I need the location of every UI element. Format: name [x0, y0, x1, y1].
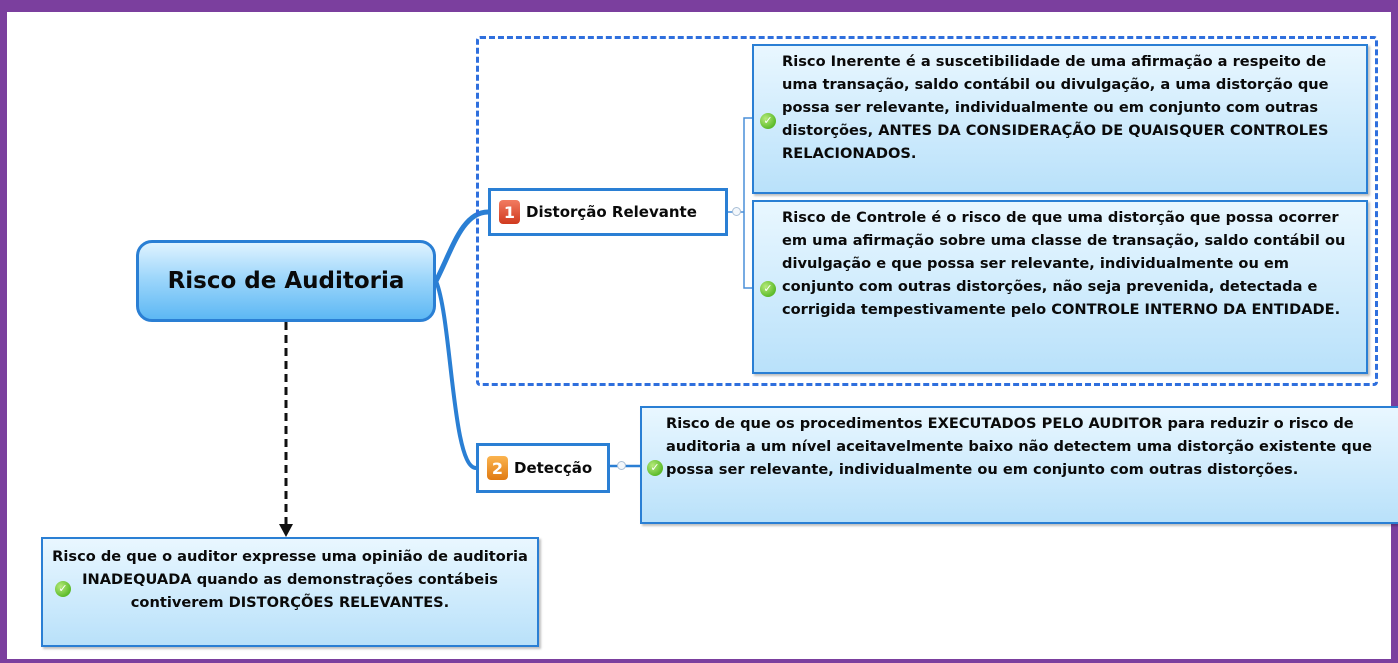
check-circle-icon: ✓	[760, 113, 776, 129]
leaf-text: Risco de que o auditor expresse uma opin…	[52, 548, 528, 611]
check-circle-icon: ✓	[647, 460, 663, 476]
leaf-text: Risco Inerente é a suscetibilidade de um…	[782, 53, 1329, 162]
priority-1-icon: 1	[499, 200, 520, 224]
leaf-risco-controle[interactable]: ✓ Risco de Controle é o risco de que uma…	[752, 200, 1368, 374]
branch-distorcao-relevante[interactable]: 1 Distorção Relevante	[488, 188, 728, 236]
branch-label: Distorção Relevante	[526, 203, 697, 221]
distorcao-relevante-group	[476, 36, 1378, 386]
collapse-dot-icon[interactable]	[617, 461, 626, 470]
check-circle-icon: ✓	[55, 581, 71, 597]
root-node[interactable]: Risco de Auditoria	[136, 240, 436, 322]
link-root-branch1	[433, 209, 489, 283]
link-root-branch2	[434, 280, 477, 470]
leaf-risco-deteccao[interactable]: ✓ Risco de que os procedimentos EXECUTAD…	[640, 406, 1398, 524]
check-circle-icon: ✓	[760, 281, 776, 297]
branch-deteccao[interactable]: 2 Detecção	[476, 443, 610, 493]
leaf-text: Risco de Controle é o risco de que uma d…	[782, 209, 1346, 318]
arrow-head	[279, 524, 293, 537]
leaf-risco-inerente[interactable]: ✓ Risco Inerente é a suscetibilidade de …	[752, 44, 1368, 194]
branch-label: Detecção	[514, 459, 593, 477]
leaf-text: Risco de que os procedimentos EXECUTADOS…	[666, 415, 1373, 478]
leaf-risco-auditoria[interactable]: ✓ Risco de que o auditor expresse uma op…	[41, 537, 539, 647]
collapse-dot-icon[interactable]	[732, 207, 741, 216]
root-label: Risco de Auditoria	[167, 268, 405, 294]
link-branch1-leaves	[743, 117, 752, 289]
priority-2-icon: 2	[487, 456, 508, 480]
